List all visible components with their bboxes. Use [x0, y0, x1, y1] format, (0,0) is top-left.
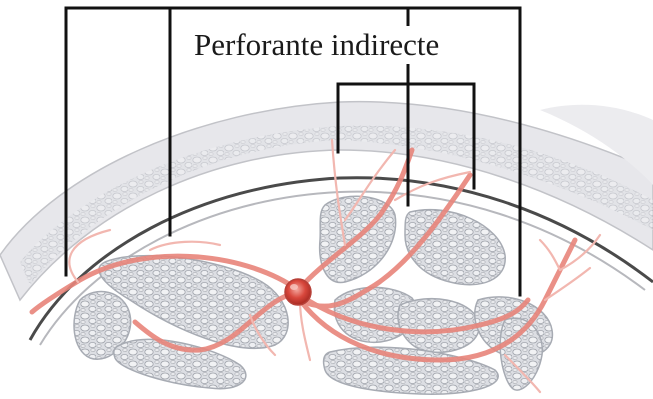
muscle-belly	[324, 347, 499, 394]
diagram-label: Perforante indirecte	[190, 26, 443, 64]
muscle-group	[74, 196, 552, 394]
artery-highlight	[290, 284, 298, 290]
source-artery	[285, 279, 311, 305]
vessel-twig	[540, 240, 560, 270]
vessel-twig	[150, 242, 220, 250]
